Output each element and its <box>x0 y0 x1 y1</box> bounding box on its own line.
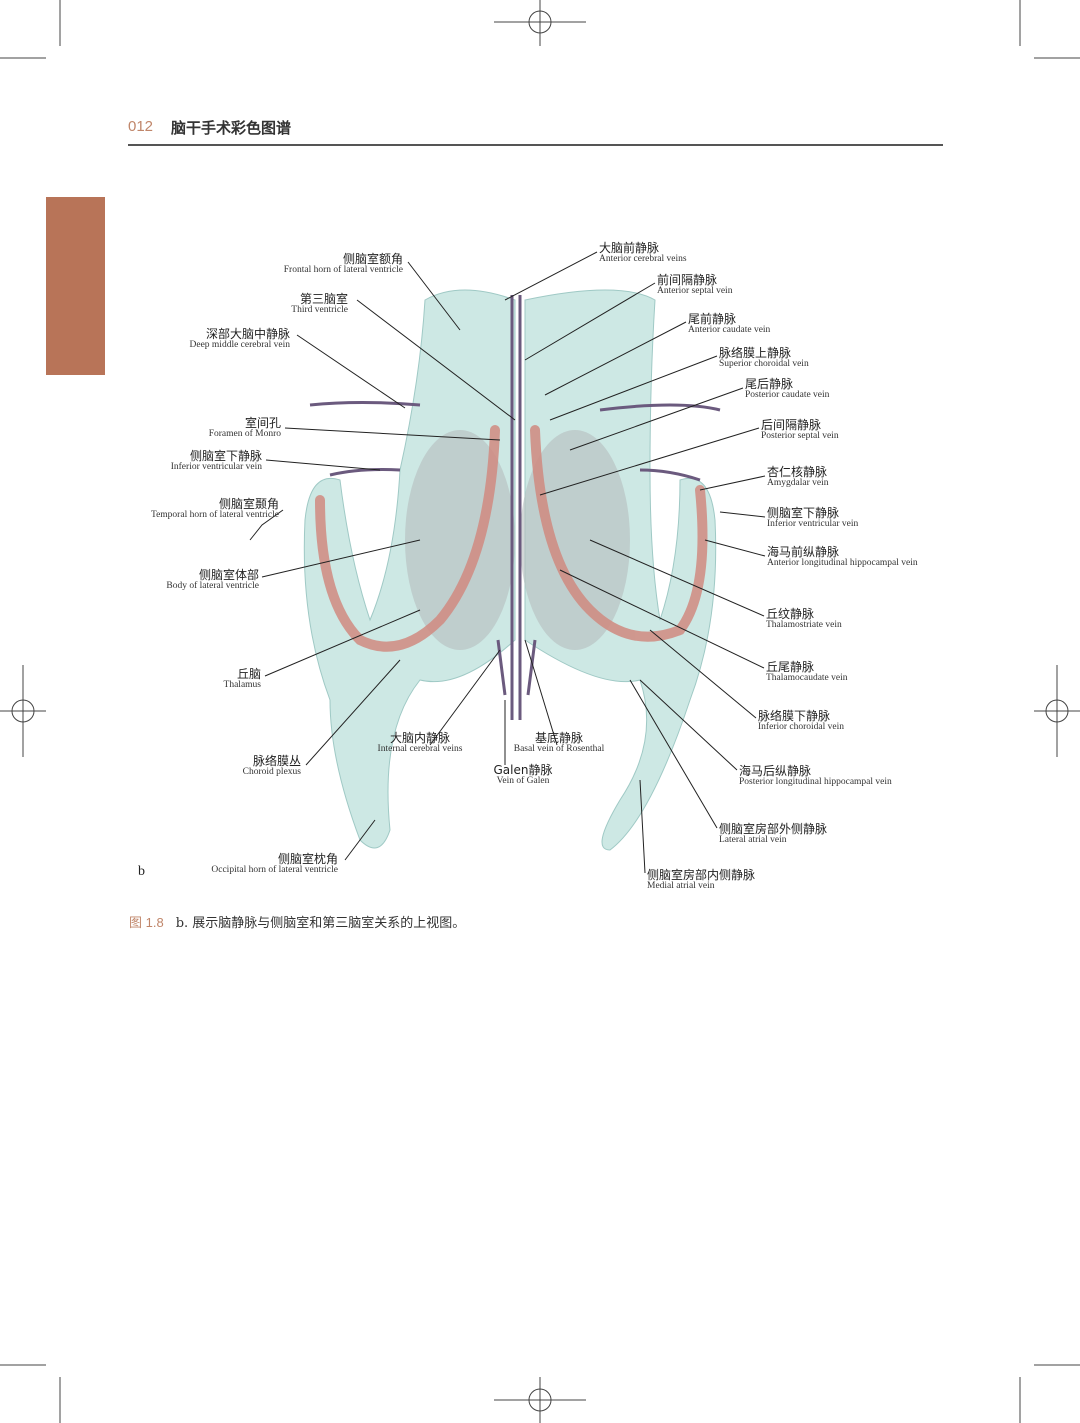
label-cn: 大脑前静脉 <box>599 241 660 255</box>
label-cn: 侧脑室颞角 <box>218 497 279 511</box>
label-cn: 海马前纵静脉 <box>767 545 840 559</box>
leader-lines <box>249 251 766 874</box>
page-number: 012 <box>128 118 154 135</box>
label-cn: 丘尾静脉 <box>766 660 815 674</box>
label-en: Body of lateral ventricle <box>166 580 259 591</box>
label-cn: 海马后纵静脉 <box>739 764 812 778</box>
label-en: Lateral atrial vein <box>719 834 787 845</box>
label-en: Posterior longitudinal hippocampal vein <box>739 776 892 787</box>
label-cn: 前间隔静脉 <box>657 273 718 287</box>
label-cn: 基底静脉 <box>534 731 583 745</box>
label-en: Choroid plexus <box>242 766 301 777</box>
label-en: Medial atrial vein <box>647 880 715 891</box>
label-cn: Galen静脉 <box>493 763 553 777</box>
label-cn: 深部大脑中静脉 <box>205 327 290 341</box>
label-en: Anterior caudate vein <box>688 324 771 335</box>
label-cn: 第三脑室 <box>299 292 348 306</box>
label-cn: 尾前静脉 <box>688 312 737 326</box>
label-en: Third ventricle <box>291 304 348 315</box>
label-cn: 丘脑 <box>236 667 261 681</box>
chapter-side-tab <box>46 197 105 375</box>
label-en: Anterior cerebral veins <box>599 253 687 264</box>
label-cn: 侧脑室房部内侧静脉 <box>647 868 756 882</box>
book-title: 脑干手术彩色图谱 <box>171 119 292 137</box>
caption-text: b. 展示脑静脉与侧脑室和第三脑室关系的上视图。 <box>175 916 466 931</box>
label-cn: 脉络膜下静脉 <box>758 709 831 723</box>
label-cn: 杏仁核静脉 <box>767 465 828 479</box>
label-en: Thalamostriate vein <box>766 619 842 630</box>
label-en: Vein of Galen <box>496 775 550 786</box>
label-en: Amygdalar vein <box>767 477 829 488</box>
label-cn: 尾后静脉 <box>745 377 794 391</box>
label-en: Posterior caudate vein <box>745 389 830 400</box>
figure-number: 图 1.8 <box>129 915 164 930</box>
label-cn: 脉络膜上静脉 <box>719 346 792 360</box>
label-en: Anterior longitudinal hippocampal vein <box>767 557 918 568</box>
label-cn: 侧脑室下静脉 <box>189 449 262 463</box>
label-en: Inferior ventricular vein <box>170 461 262 472</box>
label-en: Temporal horn of lateral ventricle <box>150 509 279 520</box>
panel-letter: b <box>138 864 145 879</box>
label-cn: 侧脑室额角 <box>342 252 403 266</box>
header-divider <box>128 144 943 146</box>
label-en: Inferior ventricular vein <box>767 518 859 529</box>
label-cn: 侧脑室枕角 <box>277 852 338 866</box>
label-cn: 侧脑室下静脉 <box>767 506 840 520</box>
label-en: Foramen of Monro <box>208 428 281 439</box>
label-cn: 脉络膜丛 <box>252 754 301 768</box>
label-en: Thalamocaudate vein <box>766 672 848 683</box>
veins <box>309 295 721 720</box>
label-en: Superior choroidal vein <box>719 358 809 369</box>
label-cn: 室间孔 <box>244 416 281 430</box>
label-en: Occipital horn of lateral ventricle <box>211 864 338 875</box>
label-cn: 大脑内静脉 <box>389 731 450 745</box>
label-en: Deep middle cerebral vein <box>189 339 291 350</box>
label-en: Thalamus <box>223 679 261 690</box>
label-en: Inferior choroidal vein <box>758 721 844 732</box>
label-en: Posterior septal vein <box>761 430 839 441</box>
label-en: Frontal horn of lateral ventricle <box>283 264 403 275</box>
label-en: Internal cerebral veins <box>377 743 463 754</box>
label-cn: 后间隔静脉 <box>761 418 822 432</box>
label-en: Basal vein of Rosenthal <box>513 743 605 754</box>
figure-caption: 图 1.8 b. 展示脑静脉与侧脑室和第三脑室关系的上视图。 <box>129 912 465 931</box>
choroid-plexus <box>315 425 708 652</box>
label-en: Anterior septal vein <box>657 285 733 296</box>
label-cn: 侧脑室房部外侧静脉 <box>719 822 828 836</box>
label-cn: 丘纹静脉 <box>766 607 815 621</box>
label-cn: 侧脑室体部 <box>198 568 259 582</box>
